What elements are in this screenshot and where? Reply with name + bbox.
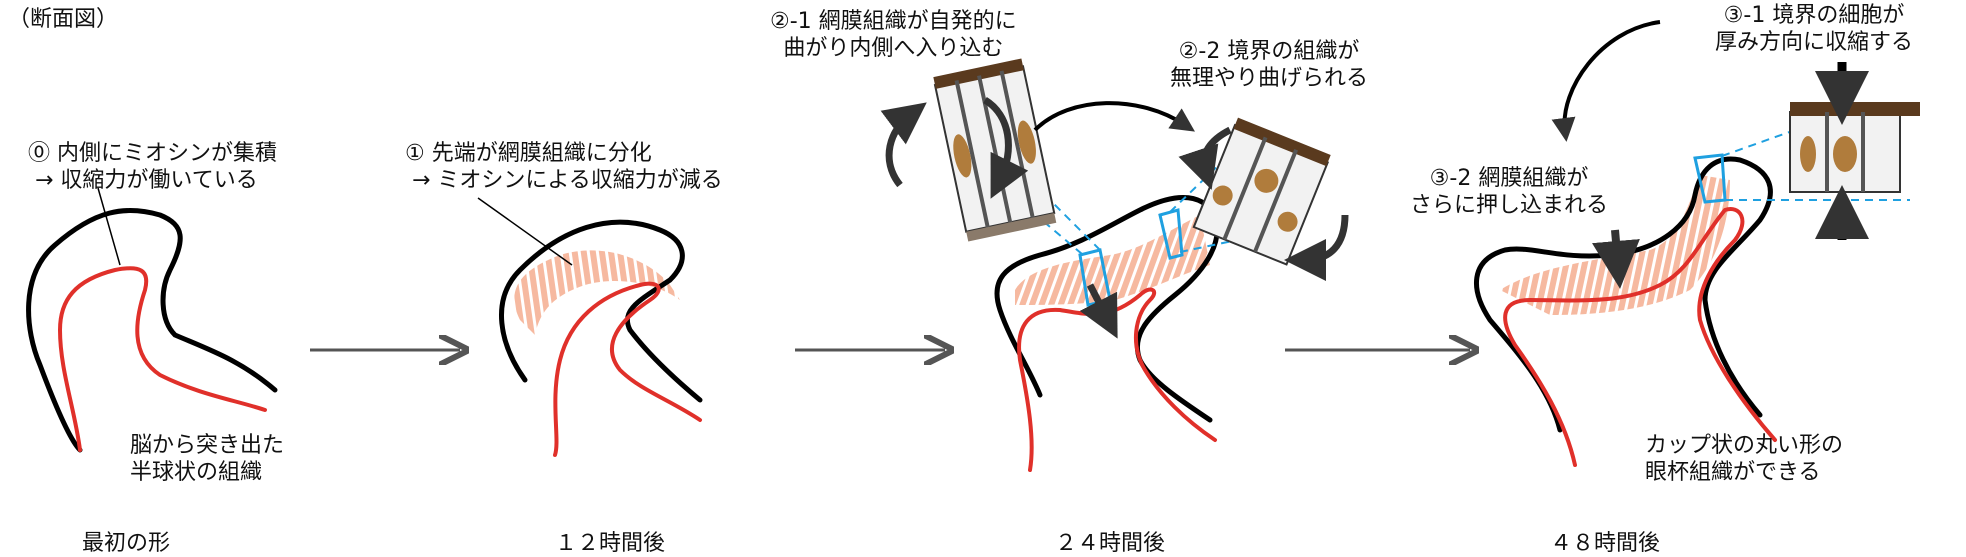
stage2-box-boundary bbox=[1158, 208, 1184, 260]
stage3-press-arrow bbox=[1592, 229, 1640, 289]
stage3-inner-line bbox=[1503, 207, 1777, 467]
stage3-curved-arrow bbox=[1551, 20, 1661, 142]
stage0-tissue bbox=[26, 187, 278, 453]
stage3-annotation-b: ③-2 網膜組織が さらに押し込まれる bbox=[1410, 166, 1609, 218]
stage2-inner-line bbox=[1017, 287, 1217, 472]
stage0-outer-line bbox=[26, 207, 278, 453]
stage3-retina-band bbox=[1500, 175, 1730, 315]
stage1-annotation: ① 先端が網膜組織に分化 → ミオシンによる収縮力が減る bbox=[405, 141, 723, 193]
stage2-time-label: ２４時間後 bbox=[1055, 531, 1166, 556]
stage3-note: カップ状の丸い形の 眼杯組織ができる bbox=[1645, 433, 1844, 485]
stage1-inner-line bbox=[553, 281, 702, 457]
stage3-tissue bbox=[1474, 129, 1910, 467]
stage2-rotate-arrow-right bbox=[982, 97, 1029, 199]
stage1-outer-line bbox=[499, 219, 703, 403]
stage2-curved-arrow bbox=[1033, 101, 1195, 132]
stage2-zoom-line bbox=[1019, 169, 1101, 251]
stage1-annotation-leader bbox=[477, 197, 573, 266]
stage3-cells bbox=[1789, 102, 1920, 193]
stage2-press-arrow bbox=[1079, 283, 1118, 339]
stage2-rotate-arrow-bottom bbox=[1284, 214, 1349, 281]
stage3-outer-line bbox=[1474, 156, 1773, 433]
stage0-inner-line bbox=[57, 266, 267, 452]
stage3-time-label: ４８時間後 bbox=[1550, 531, 1661, 556]
stage1-time-label: １２時間後 bbox=[555, 531, 666, 556]
stage0-annotation-leader bbox=[97, 187, 121, 266]
stage1-retina-band bbox=[514, 250, 680, 335]
caption: （断面図） bbox=[8, 7, 119, 32]
stage2-retina-band bbox=[1015, 215, 1210, 305]
stage0-note: 脳から突き出た 半球状の組織 bbox=[130, 433, 285, 485]
stage3-zoom-line bbox=[1721, 129, 1796, 157]
stage2-cells-retina bbox=[933, 58, 1057, 242]
stage1-tissue bbox=[477, 197, 703, 457]
stage2-cells-boundary bbox=[1192, 117, 1331, 266]
stage3-annotation-a: ③-1 境界の細胞が 厚み方向に収縮する bbox=[1715, 3, 1914, 55]
stage0-annotation: ⓪ 内側にミオシンが集積 → 収縮力が働いている bbox=[28, 141, 277, 193]
stage2-annotation-a: ②-1 網膜組織が自発的に 曲がり内側へ入り込む bbox=[770, 9, 1017, 61]
stage2-rotate-arrow-top bbox=[1178, 126, 1232, 190]
stage0-time-label: 最初の形 bbox=[82, 531, 171, 556]
stage2-annotation-b: ②-2 境界の組織が 無理やり曲げられる bbox=[1170, 39, 1369, 91]
stage2-rotate-arrow-left bbox=[880, 102, 927, 188]
